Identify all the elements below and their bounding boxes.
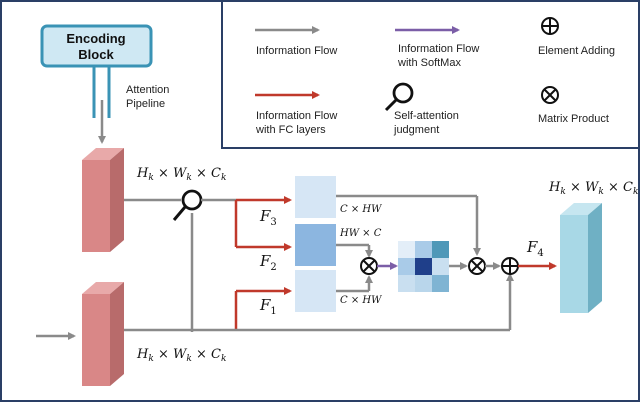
svg-text:Hk × Wk × Ck: Hk × Wk × Ck [136,166,226,183]
f2-feature-box [295,224,336,266]
attention-heatmap [398,241,449,292]
c-hw-top-label: C × HW [340,204,382,215]
svg-text:Hk × Wk × Ck: Hk × Wk × Ck [136,347,226,364]
encoding-block-line2: Block [78,47,114,62]
self-attention-judgment-icon [172,189,203,221]
legend-self-attention-label-2: judgment [393,124,439,136]
legend-matrix-product-label: Matrix Product [538,113,609,125]
svg-text:Hk × Wk × Ck: Hk × Wk × Ck [548,180,638,197]
self-attention-magnifier-icon [384,82,414,112]
top-feature-block [82,148,124,252]
bottom-dim-label: Hk × Wk × Ck [136,347,226,364]
attention-pipeline-label-2: Pipeline [126,98,165,110]
legend-self-attention-label-1: Self-attention [394,110,459,122]
encoding-block-line1: Encoding [66,31,125,46]
legend-element-adding-label: Element Adding [538,45,615,57]
element-add-icon [501,257,519,275]
legend-softmax-label-2: with SoftMax [397,57,461,69]
element-adding-icon [541,17,559,35]
right-dim-label: Hk × Wk × Ck [548,180,638,197]
hw-c-label: HW × C [339,228,382,239]
bottom-feature-block [82,282,124,386]
f2-label: F2 [259,252,277,273]
c-hw-bottom-label: C × HW [340,295,382,306]
legend-fc-label-1: Information Flow [256,110,337,122]
encoding-block [40,24,153,68]
attention-pipeline-label-1: Attention [126,84,169,96]
matrix-product-1-icon [360,257,378,275]
legend-softmax-label-1: Information Flow [398,43,479,55]
matrix-product-icon [541,86,559,104]
f1-label: F1 [259,296,277,317]
f3-label: F3 [259,207,277,228]
top-dim-label: Hk × Wk × Ck [136,166,226,183]
f1-feature-box [295,270,336,312]
f3-feature-box [295,176,336,218]
f4-label: F4 [526,238,544,259]
matrix-product-2-icon [468,257,486,275]
legend-fc-label-2: with FC layers [255,124,326,136]
legend-box [221,0,640,149]
legend-info-flow-label: Information Flow [256,45,337,57]
output-feature-block [560,203,602,313]
